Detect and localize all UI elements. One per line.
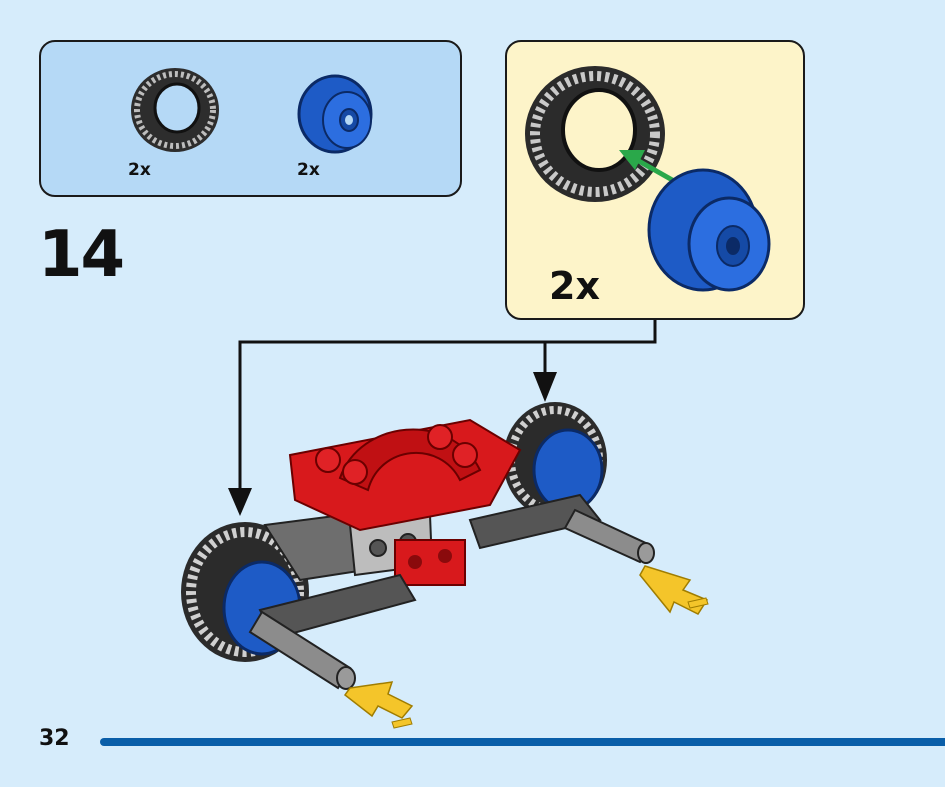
- step-number: 14: [38, 218, 125, 292]
- parts-list-box: 2x 2x: [39, 40, 462, 197]
- tire-qty: 2x: [128, 160, 151, 180]
- wheel-rim-part-icon: [297, 74, 373, 154]
- tire-assembly-illustration: [525, 66, 771, 292]
- page-number: 32: [39, 726, 70, 751]
- wheel-rim-qty: 2x: [297, 160, 320, 180]
- sub-assembly-callout: 2x: [505, 40, 805, 320]
- tire-part-icon: [131, 68, 219, 152]
- callout-qty: 2x: [549, 264, 600, 308]
- page-footer-bar: [100, 738, 945, 746]
